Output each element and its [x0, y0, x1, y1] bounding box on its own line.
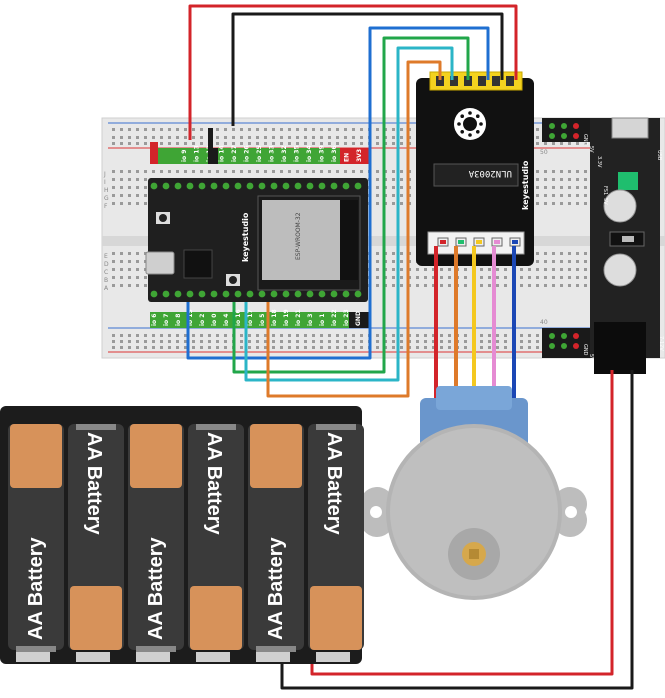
power-usb-port — [611, 117, 649, 139]
power-module-label: USB — [656, 150, 662, 161]
uln2003-chip — [433, 163, 519, 187]
wire — [244, 46, 454, 382]
esp32-brand-label: keyestudio — [241, 212, 250, 262]
row-letter: G — [104, 195, 109, 202]
esp32-bottom-pin-label: io 1 — [319, 314, 326, 326]
power-module-label: 7-12V — [658, 336, 664, 351]
driver-brand-label: keyestudio — [521, 160, 530, 210]
wire — [231, 12, 504, 126]
power-module-label: FS1 — [602, 186, 608, 195]
esp32-top-pin-label: 3V3 — [356, 149, 363, 162]
esp32-top-pin-label: io 32 — [281, 145, 288, 162]
dc-jack — [594, 322, 646, 374]
jumper-wire — [150, 142, 158, 164]
esp32-top-pin-label: io 26 — [244, 145, 251, 162]
esp32-header-pins — [150, 182, 362, 298]
battery-label: AA Battery — [265, 537, 287, 640]
power-module-label: 5V — [588, 354, 594, 361]
row-letter: H — [104, 187, 109, 194]
battery-label: AA Battery — [25, 537, 47, 640]
wire — [232, 36, 470, 374]
row-letter: A — [104, 285, 109, 292]
esp32-top-pin-label: io 39 — [319, 145, 326, 162]
power-module-label: 5V — [602, 198, 608, 205]
jumper-wire — [208, 128, 213, 162]
wifi-module-label: ESP-WROOM-32 — [295, 212, 302, 260]
battery-label: AA Battery — [83, 432, 105, 535]
esp32-bottom-pin-label: io 23 — [343, 309, 350, 326]
driver-input-pins — [436, 76, 514, 86]
esp32-top-pin-label: io 33 — [269, 145, 276, 162]
esp32-bottom-pin-label: io 0 — [211, 314, 218, 326]
esp32-bottom-pin-label: io 22 — [331, 309, 338, 326]
esp32-bottom-pin-label: io 8 — [175, 314, 182, 326]
row-letter: C — [104, 269, 108, 276]
battery-label: AA Battery — [323, 432, 345, 535]
wire — [310, 370, 614, 676]
esp32-top-pin-label: io 25 — [256, 145, 263, 162]
esp32-bottom-pin-label: io 19 — [283, 309, 290, 326]
esp32-top-pin-label: io 13 — [194, 145, 201, 162]
capacitor-1 — [603, 189, 637, 223]
wire — [188, 4, 518, 140]
esp32-bottom-pin-label: io 7 — [163, 314, 170, 326]
row-letter: J — [103, 171, 106, 178]
esp32-bottom-pin-label: io 17 — [247, 309, 254, 326]
row-letter: E — [104, 253, 108, 260]
esp32-top-pin-label: io 36 — [331, 145, 338, 162]
esp32-bottom-pin-labels: io 6 io 7 io 8 io 15 io 2 io 0 io 4 io 16 io 17 i… — [151, 309, 362, 326]
esp32-bottom-pin-label: io 2 — [199, 314, 206, 326]
row-letter: D — [104, 261, 109, 268]
esp32-bottom-pin-label: io 3 — [307, 314, 314, 326]
esp32-top-pin-label: io 27 — [231, 145, 238, 162]
row-number: 40 — [540, 319, 548, 326]
usb-port — [145, 251, 175, 275]
esp32-bottom-pin-label: io 21 — [295, 309, 302, 326]
row-letter: I — [104, 179, 106, 186]
wire — [186, 26, 490, 360]
battery-cells: AA Battery AA Battery AA Battery AA Battery… — [8, 424, 364, 662]
driver-chip-label: ULN2003A — [468, 168, 512, 178]
power-module-label: 5V — [588, 146, 594, 153]
battery-pack: AA Battery AA Battery AA Battery AA Battery… — [0, 406, 364, 664]
esp32-bottom-pin-label: io 15 — [187, 309, 194, 326]
esp32-bottom-pin-label: io 6 — [151, 314, 158, 326]
wire — [280, 370, 634, 690]
esp32-bottom-pin-label: io 16 — [235, 309, 242, 326]
power-module-label: GND — [582, 134, 588, 146]
esp32-top-pin-label: EN — [344, 153, 351, 162]
esp32-bottom-pin-label: io 4 — [223, 314, 230, 326]
capacitor-2 — [603, 253, 637, 287]
power-module-label: 3.3V — [596, 156, 602, 168]
uln2003-driver-board: ULN2003A keyestudio — [416, 71, 534, 266]
esp32-top-pin-label: io 9 — [181, 150, 188, 162]
usb-serial-chip — [183, 249, 213, 279]
esp32-bottom-pin-label: GND — [355, 311, 362, 326]
row-letter: F — [104, 203, 108, 210]
esp32-bottom-pin-label: io 5 — [259, 314, 266, 326]
row-letter: B — [104, 277, 108, 284]
row-number: 50 — [540, 149, 548, 156]
esp32-top-pin-label: io 35 — [294, 145, 301, 162]
esp32-top-pin-label: io 34 — [306, 145, 313, 162]
battery-label: AA Battery — [145, 537, 167, 640]
battery-label: AA Battery — [203, 432, 225, 535]
stepper-motor — [360, 386, 587, 600]
wires — [150, 4, 634, 690]
esp32-bottom-pin-label: io 18 — [271, 309, 278, 326]
wifi-shield — [262, 200, 340, 280]
wire — [266, 60, 442, 398]
power-module-label: GND — [582, 344, 588, 356]
esp32-top-pin-label: io 14 — [219, 145, 226, 162]
